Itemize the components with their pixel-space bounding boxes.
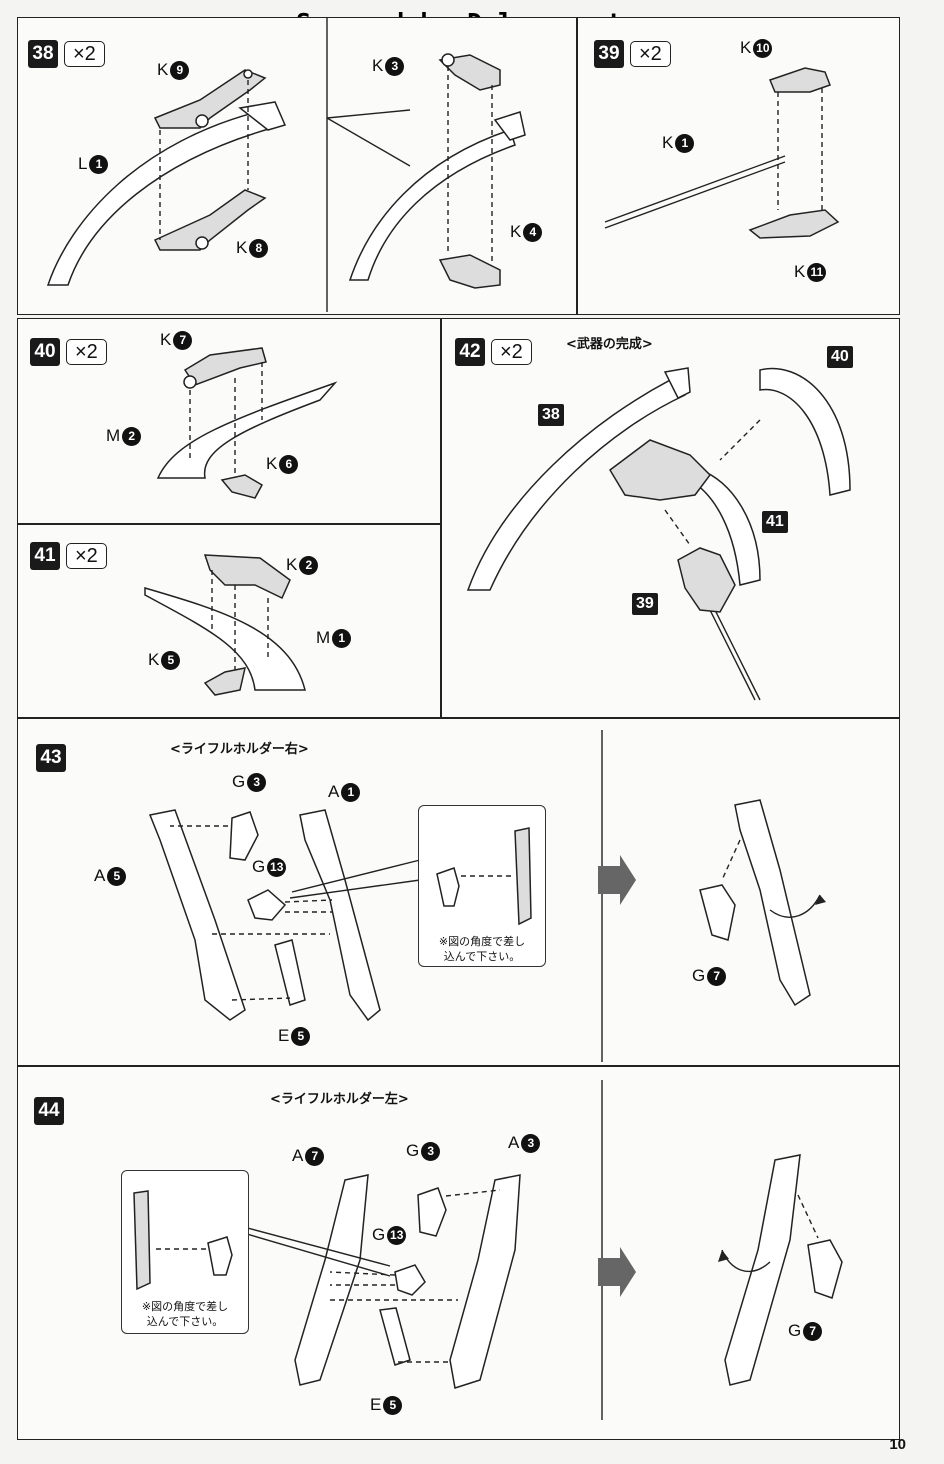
step-38-header: 38 ×2	[28, 40, 105, 68]
part-k5	[203, 667, 246, 696]
note-text: ※図の角度で差し 込んで下さい。	[141, 1300, 229, 1328]
note-box-44: ※図の角度で差し 込んで下さい。	[121, 1170, 249, 1334]
part-k10	[769, 67, 831, 93]
step-44-header: 44	[34, 1097, 64, 1125]
multiplier-badge: ×2	[66, 543, 107, 569]
part-k8	[153, 189, 267, 251]
holder-right-assembled	[734, 799, 811, 1007]
ref-41: 41	[762, 511, 788, 533]
multiplier-badge: ×2	[630, 41, 671, 67]
holder-part-a3	[449, 1174, 521, 1389]
ref-38: 38	[538, 404, 564, 426]
part-g3	[229, 811, 259, 861]
part-k4	[438, 254, 501, 289]
multiplier-badge: ×2	[491, 339, 532, 365]
holder-part-a5	[148, 809, 246, 1021]
step-number: 41	[30, 542, 60, 570]
part-g7-left	[807, 1239, 843, 1299]
step-41-header: 41 ×2	[30, 542, 107, 570]
part-g13	[247, 889, 287, 921]
multiplier-badge: ×2	[64, 41, 105, 67]
part-g7	[699, 884, 736, 941]
panel-step-39	[577, 17, 900, 315]
part-k6	[220, 474, 264, 499]
part-e5-left	[379, 1307, 411, 1366]
part-e5	[274, 939, 306, 1006]
step-number: 44	[34, 1097, 64, 1125]
step-44-title: <ライフルホルダー左>	[270, 1092, 409, 1107]
page-number: 10	[889, 1436, 906, 1453]
step-39-header: 39 ×2	[594, 40, 671, 68]
step-42-header: 42 ×2	[455, 338, 532, 366]
next-arrow-43	[598, 855, 636, 905]
step-number: 43	[36, 744, 66, 772]
assembled-weapon-lower-blade	[688, 469, 761, 586]
note-illustration	[133, 1190, 233, 1291]
step-number: 39	[594, 40, 624, 68]
part-k2	[203, 554, 291, 600]
step-43-header: 43	[36, 744, 66, 772]
step-number: 40	[30, 338, 60, 366]
step-43-title: <ライフルホルダー右>	[170, 742, 309, 757]
assembled-weapon-top-blade	[759, 367, 851, 496]
ref-40: 40	[827, 346, 853, 368]
note-box-43: ※図の角度で差し 込んで下さい。	[418, 805, 546, 967]
step-number: 38	[28, 40, 58, 68]
ref-39: 39	[632, 593, 658, 615]
step-40-header: 40 ×2	[30, 338, 107, 366]
multiplier-badge: ×2	[66, 339, 107, 365]
part-g3-left	[417, 1187, 447, 1237]
part-g13-left	[394, 1264, 426, 1296]
part-k3	[438, 54, 501, 91]
note-illustration	[436, 827, 532, 926]
next-arrow-44	[598, 1247, 636, 1297]
part-k9	[153, 69, 267, 129]
holder-part-a7	[294, 1174, 369, 1386]
part-k11	[748, 209, 840, 239]
step-42-title: <武器の完成>	[566, 337, 653, 352]
part-k7	[183, 347, 267, 386]
step-number: 42	[455, 338, 485, 366]
part-m2	[156, 381, 338, 479]
holder-part-a1	[299, 809, 381, 1022]
holder-left-assembled	[724, 1154, 801, 1386]
note-text: ※図の角度で差し 込んで下さい。	[438, 935, 526, 963]
